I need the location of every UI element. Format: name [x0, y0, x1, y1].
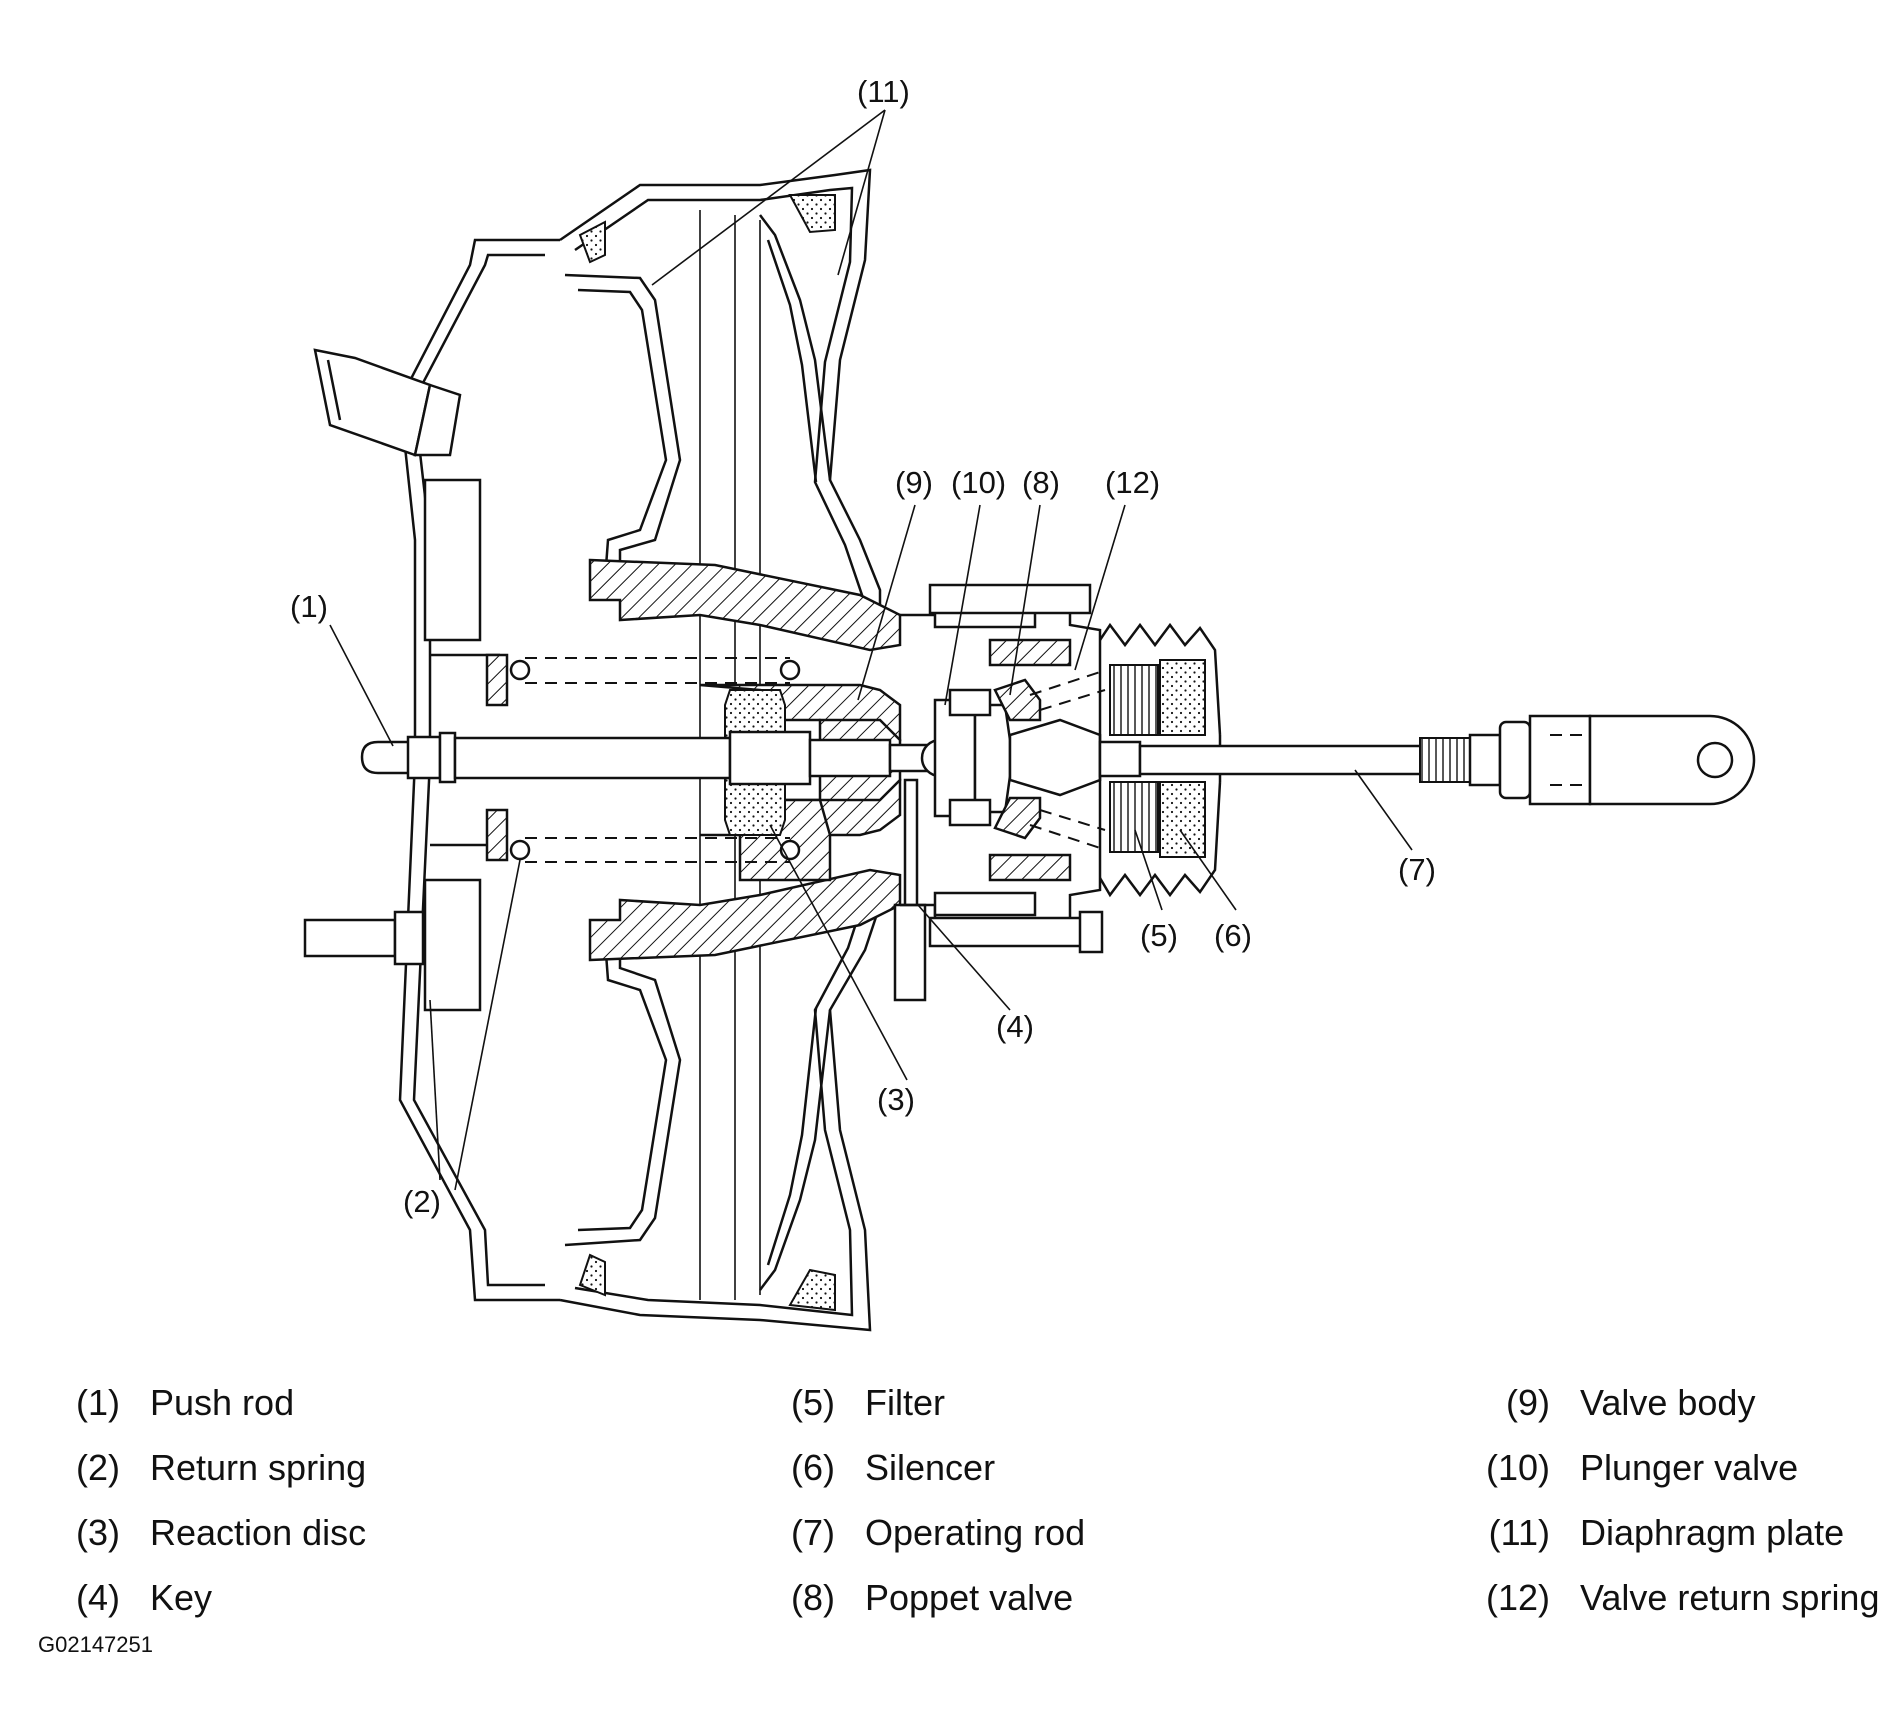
callout-3: (3) [877, 1082, 915, 1117]
legend-item-name: Filter [865, 1382, 945, 1423]
callout-11: (11) [857, 74, 910, 109]
callout-8: (8) [1022, 465, 1060, 500]
callout-6: (6) [1214, 918, 1252, 953]
legend-item-number: (9) [1506, 1382, 1550, 1423]
push-rod [360, 730, 892, 786]
legend-item-number: (7) [791, 1512, 835, 1553]
callout-9: (9) [895, 465, 933, 500]
legend-item-name: Valve return spring [1580, 1577, 1880, 1618]
callout-4: (4) [996, 1009, 1034, 1044]
legend-item-number: (4) [76, 1577, 120, 1618]
legend-item-name: Key [150, 1577, 213, 1618]
callouts: (11) (9) (10) (8) (12) (1) (7) (5) (6) (… [290, 74, 1436, 1219]
legend-item-number: (1) [76, 1382, 120, 1423]
legend-item-number: (11) [1488, 1512, 1550, 1553]
poppet-valve [993, 678, 1102, 840]
legend-item-name: Poppet valve [865, 1577, 1074, 1618]
brake-booster-cross-section-diagram: (11) (9) (10) (8) (12) (1) (7) (5) (6) (… [290, 74, 1756, 1332]
legend-item-name: Operating rod [865, 1512, 1086, 1553]
rear-shell [559, 168, 882, 1332]
legend-item-name: Silencer [865, 1447, 996, 1488]
parts-legend: (1) Push rod (2) Return spring (3) React… [0, 1370, 1889, 1640]
legend-item-number: (5) [791, 1382, 835, 1423]
legend-item-name: Plunger valve [1580, 1447, 1799, 1488]
legend-item-number: (10) [1485, 1447, 1550, 1488]
legend-item-name: Push rod [150, 1382, 295, 1423]
leader-lines [329, 109, 1413, 1191]
operating-rod [1098, 714, 1756, 806]
valve-return-spring [1029, 671, 1106, 849]
front-stud [303, 910, 425, 966]
figure-code: G02147251 [38, 1632, 153, 1657]
silencer [1159, 659, 1206, 858]
legend-item-name: Return spring [150, 1447, 367, 1488]
legend-item-name: Reaction disc [150, 1512, 367, 1553]
filter [1109, 664, 1159, 853]
vacuum-inlet-fitting [313, 348, 462, 457]
callout-2: (2) [403, 1184, 441, 1219]
legend-item-number: (8) [791, 1577, 835, 1618]
callout-10: (10) [951, 465, 1006, 500]
legend-item-number: (3) [76, 1512, 120, 1553]
plunger-valve [888, 688, 1012, 827]
return-spring [485, 653, 801, 863]
legend-item-name: Valve body [1580, 1382, 1756, 1423]
callout-12: (12) [1105, 465, 1160, 500]
callout-5: (5) [1140, 918, 1178, 953]
rear-studs [928, 583, 1104, 954]
legend-item-name: Diaphragm plate [1580, 1512, 1845, 1553]
legend-item-number: (2) [76, 1447, 120, 1488]
legend-item-number: (12) [1485, 1577, 1550, 1618]
callout-1: (1) [290, 589, 328, 624]
legend-item-number: (6) [791, 1447, 835, 1488]
callout-7: (7) [1398, 852, 1436, 887]
key [893, 778, 927, 1002]
